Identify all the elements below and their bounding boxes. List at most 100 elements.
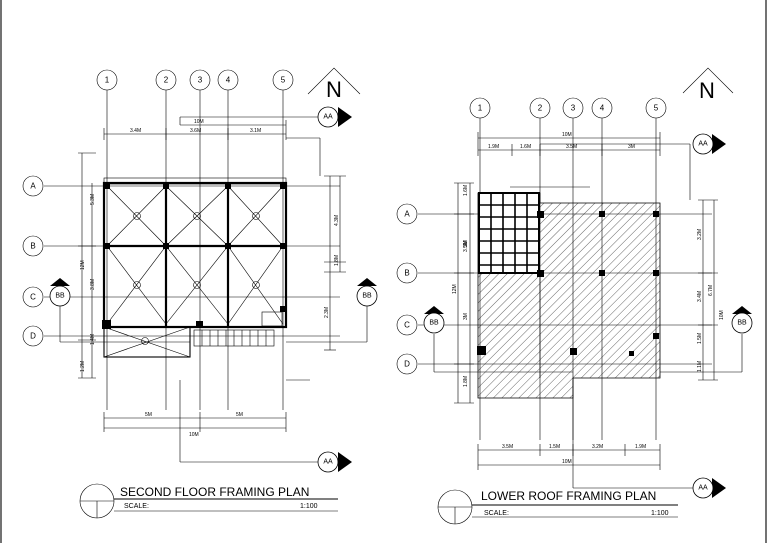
svg-text:2: 2 [164, 76, 169, 85]
svg-text:1.5M: 1.5M [549, 444, 560, 450]
scale-label-right: SCALE: [484, 510, 509, 517]
grid-col-bubble-r5: 5 [645, 97, 667, 119]
dimension-labels-right: 10M 1.9M 1.6M 3.5M 3M 3.5M 1.5M 3.2M 1.9… [452, 132, 725, 465]
svg-text:4.3M: 4.3M [334, 215, 340, 226]
svg-text:AA: AA [698, 141, 708, 148]
svg-text:12M: 12M [452, 284, 458, 294]
svg-text:1.9M: 1.9M [635, 444, 646, 450]
section-marker-bb-right-2: BB [660, 306, 753, 373]
grid-row-bubble-ra: A [396, 203, 418, 225]
svg-text:3.4M: 3.4M [697, 291, 703, 302]
svg-text:1: 1 [478, 104, 483, 113]
dimension-labels-left: 10M 3.4M 3.6M 3.1M 5M 5M 10M 5.3M 12M 3.… [80, 119, 340, 438]
svg-text:N: N [326, 77, 342, 102]
svg-text:10M: 10M [194, 119, 204, 125]
svg-text:1.5M: 1.5M [697, 333, 703, 344]
svg-text:AA: AA [323, 114, 333, 121]
svg-text:3.5M: 3.5M [502, 444, 513, 450]
scale-value-left: 1:100 [300, 503, 318, 510]
svg-text:1: 1 [105, 76, 110, 85]
svg-text:5: 5 [281, 76, 286, 85]
dimension-lines-right [454, 132, 718, 470]
svg-text:D: D [30, 332, 36, 341]
svg-text:1.2M: 1.2M [80, 361, 86, 372]
svg-text:5.3M: 5.3M [90, 194, 96, 205]
grid-row-bubble-c: C [22, 286, 44, 308]
svg-text:BB: BB [429, 320, 439, 327]
svg-text:AA: AA [323, 459, 333, 466]
north-arrow-left: N [307, 67, 361, 102]
scale-label-left: SCALE: [124, 503, 149, 510]
svg-text:BB: BB [737, 320, 747, 327]
lower-roof-framing-plan: N 1 2 3 4 5 A B C D [396, 67, 753, 525]
grid-col-bubble-r3: 3 [562, 97, 584, 119]
svg-text:C: C [404, 321, 410, 330]
svg-text:4: 4 [226, 76, 231, 85]
svg-text:1.6M: 1.6M [520, 144, 531, 150]
section-marker-aa-top-left: AA [179, 106, 352, 128]
svg-text:5M: 5M [236, 412, 243, 418]
svg-text:N: N [699, 78, 715, 103]
grid-row-bubble-rb: B [396, 262, 418, 284]
section-marker-aa-top-right: AA [692, 133, 726, 155]
svg-text:5: 5 [654, 104, 659, 113]
svg-text:12M: 12M [80, 260, 86, 270]
north-arrow-right: N [682, 67, 734, 103]
svg-text:3.1M: 3.1M [250, 128, 261, 134]
svg-text:1.4M: 1.4M [90, 334, 96, 345]
svg-text:3M: 3M [628, 144, 635, 150]
section-marker-bb-right-1: BB [423, 306, 573, 373]
grid-col-bubble-r1: 1 [469, 97, 491, 119]
title-block-right: LOWER ROOF FRAMING PLAN SCALE: 1:100 [437, 489, 678, 525]
title-block-left: SECOND FLOOR FRAMING PLAN SCALE: 1:100 [79, 483, 338, 519]
grid-col-bubble-2: 2 [155, 69, 177, 91]
svg-text:1.9M: 1.9M [488, 144, 499, 150]
svg-text:5M: 5M [145, 412, 152, 418]
grid-col-bubble-3: 3 [189, 69, 211, 91]
svg-text:B: B [30, 242, 35, 251]
svg-text:A: A [404, 210, 410, 219]
svg-text:10M: 10M [562, 132, 572, 138]
svg-text:10M: 10M [719, 310, 725, 320]
svg-text:3.5M: 3.5M [463, 241, 469, 252]
grid-col-bubble-5: 5 [272, 69, 294, 91]
grid-row-bubble-b: B [22, 235, 44, 257]
grid-row-bubble-d: D [22, 325, 44, 347]
svg-text:1.6M: 1.6M [463, 185, 469, 196]
svg-text:1.1M: 1.1M [697, 361, 703, 372]
svg-text:3.6M: 3.6M [190, 128, 201, 134]
svg-text:3.8M: 3.8M [90, 279, 96, 290]
section-marker-bb-left-2: BB [286, 278, 378, 343]
section-marker-aa-bottom-left: AA [179, 380, 352, 473]
svg-text:2.3M: 2.3M [324, 307, 330, 318]
svg-text:3: 3 [198, 76, 203, 85]
grid-row-bubble-a: A [22, 175, 44, 197]
grid-row-bubble-rd: D [396, 353, 418, 375]
svg-text:BB: BB [362, 293, 372, 300]
svg-text:2: 2 [538, 104, 543, 113]
svg-text:10M: 10M [189, 432, 199, 438]
svg-text:3M: 3M [463, 313, 469, 320]
svg-text:B: B [404, 269, 409, 278]
svg-text:10M: 10M [562, 459, 572, 465]
svg-text:1.8M: 1.8M [334, 255, 340, 266]
dimension-lines-left [78, 120, 346, 432]
svg-text:1.8M: 1.8M [463, 376, 469, 387]
section-marker-aa-bottom-right: AA [572, 378, 726, 499]
svg-text:AA: AA [698, 485, 708, 492]
svg-text:6.7M: 6.7M [708, 285, 714, 296]
scale-value-right: 1:100 [651, 510, 669, 517]
svg-text:D: D [404, 360, 410, 369]
svg-text:3.5M: 3.5M [566, 144, 577, 150]
grid-col-bubble-r2: 2 [529, 97, 551, 119]
grid-row-bubble-rc: C [396, 314, 418, 336]
svg-text:BB: BB [55, 293, 65, 300]
floor-framing-left [102, 177, 288, 358]
svg-text:A: A [30, 182, 36, 191]
svg-text:C: C [30, 293, 36, 302]
svg-text:3M: 3M [463, 240, 469, 247]
svg-text:3: 3 [571, 104, 576, 113]
plan-title-right: LOWER ROOF FRAMING PLAN [481, 489, 656, 503]
